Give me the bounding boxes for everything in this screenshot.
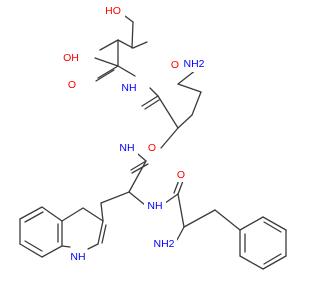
bond xyxy=(95,69,115,82)
bond xyxy=(263,253,282,265)
bond xyxy=(239,216,264,231)
bond xyxy=(214,209,241,231)
bond xyxy=(100,191,130,204)
bond xyxy=(97,220,104,245)
bond xyxy=(97,65,119,79)
bond xyxy=(183,209,216,228)
bond xyxy=(94,57,119,67)
acid-hydroxyl-label: OH xyxy=(63,52,79,64)
bond xyxy=(82,207,104,222)
bond xyxy=(131,21,134,49)
bond xyxy=(124,15,134,23)
bond xyxy=(87,243,99,250)
bond xyxy=(177,193,185,228)
bond xyxy=(130,160,147,171)
bond xyxy=(176,226,185,241)
bond xyxy=(19,243,43,258)
indole-nh-label: NH xyxy=(70,251,85,263)
bonds xyxy=(19,15,287,270)
bond xyxy=(61,245,71,248)
bond xyxy=(191,91,202,116)
bond xyxy=(100,202,104,222)
tryptophan-carbonyl-oxygen-label: O xyxy=(148,142,156,154)
bond xyxy=(132,41,148,49)
bond xyxy=(101,224,107,244)
phenylalanine-amine-label: NH2 xyxy=(153,238,174,250)
bond xyxy=(117,39,134,49)
bond xyxy=(177,114,193,129)
atom-labels: HO OH O NH NH2 O NH O NH O NH2 NH xyxy=(60,3,207,265)
molecule-structure-diagram: HO OH O NH NH2 O NH O NH O NH2 NH xyxy=(19,3,287,270)
bond xyxy=(99,39,119,51)
lysine-carbonyl-oxygen-label: O xyxy=(171,59,179,71)
lysine-amide-nh-label: NH xyxy=(119,142,134,154)
bond xyxy=(177,180,184,195)
acid-carbonyl-oxygen-label: O xyxy=(68,79,76,91)
bond xyxy=(24,211,44,223)
bond xyxy=(157,95,179,129)
bond xyxy=(160,127,179,149)
bond xyxy=(41,245,63,258)
bond xyxy=(239,255,264,270)
hydroxyl-label: HO xyxy=(105,5,121,17)
bond xyxy=(173,179,180,194)
threonine-amide-nh-label: NH xyxy=(121,82,136,94)
bond xyxy=(41,206,63,222)
bond xyxy=(128,160,147,193)
lysine-amine-label: NH2 xyxy=(183,58,204,70)
bond xyxy=(131,163,149,174)
tryptophan-amide-nh-label: NH xyxy=(147,200,162,212)
bond xyxy=(141,95,159,107)
bond xyxy=(263,221,282,233)
bond xyxy=(24,240,43,252)
bond xyxy=(144,99,160,110)
bond xyxy=(19,206,43,220)
bond xyxy=(262,255,287,270)
bond xyxy=(117,65,136,77)
phenylalanine-carbonyl-oxygen-label: O xyxy=(177,169,185,181)
bond xyxy=(177,83,202,93)
bond xyxy=(149,87,159,97)
bond xyxy=(61,207,84,222)
bond xyxy=(128,191,146,206)
bond xyxy=(262,216,287,231)
